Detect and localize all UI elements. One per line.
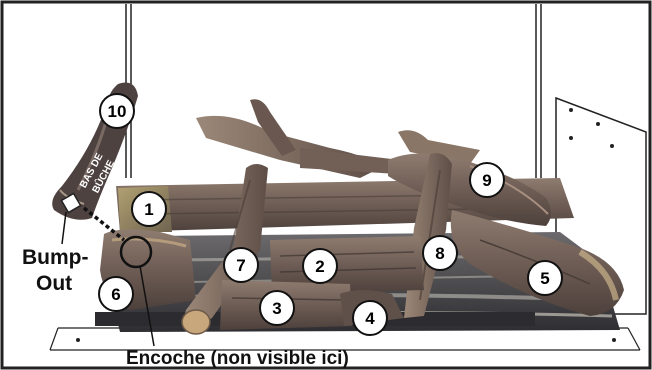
log-number-2: 2 (315, 257, 324, 276)
log-badge-1: 1 (132, 192, 166, 226)
log-badge-8: 8 (423, 236, 457, 270)
bump-out-label-line1: Bump- (22, 246, 89, 269)
log-number-4: 4 (365, 309, 375, 328)
bump-out-leader (62, 212, 66, 244)
log-badge-2: 2 (303, 249, 337, 283)
log-number-6: 6 (111, 285, 120, 304)
log-number-7: 7 (236, 256, 245, 275)
log-number-9: 9 (482, 171, 491, 190)
notch-label: Encoche (non visible ici) (126, 348, 349, 369)
log-badge-4: 4 (353, 301, 387, 335)
log-number-8: 8 (435, 244, 444, 263)
bump-out-label-line2: Out (36, 272, 72, 295)
log-number-5: 5 (540, 269, 549, 288)
log-badge-3: 3 (260, 291, 294, 325)
log-badge-7: 7 (224, 248, 258, 282)
log-badge-5: 5 (528, 261, 562, 295)
log-number-10: 10 (108, 102, 127, 121)
log-number-3: 3 (272, 299, 281, 318)
log-badge-9: 9 (470, 163, 504, 197)
log-badge-6: 6 (99, 277, 133, 311)
log-badge-10: 10 (100, 94, 134, 128)
log-number-1: 1 (144, 200, 153, 219)
